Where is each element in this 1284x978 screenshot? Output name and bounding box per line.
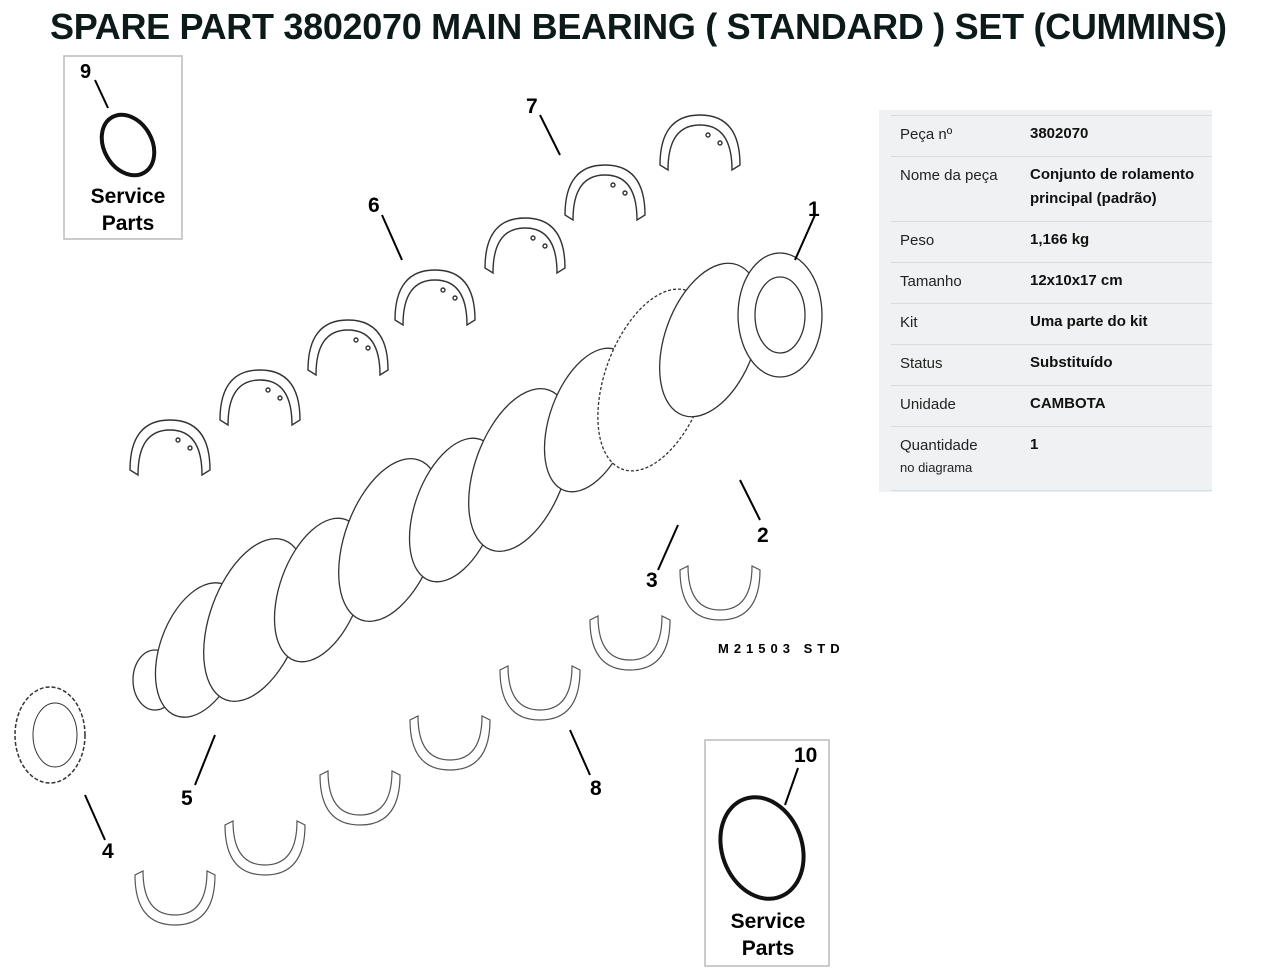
- spec-row-part-name: Nome da peça Conjunto de rolamento princ…: [891, 156, 1212, 222]
- spec-row-status: Status Substituído: [891, 344, 1212, 386]
- spec-label-main: Quantidade: [900, 437, 978, 454]
- spec-row-quantity: Quantidade no diagrama 1: [891, 426, 1212, 491]
- spec-label: Kit: [900, 314, 918, 331]
- spec-label: Quantidade no diagrama: [900, 437, 978, 475]
- spec-value: 3802070: [1030, 125, 1089, 142]
- spec-value: Substituído: [1030, 354, 1113, 371]
- spec-row-part-number: Peça nº 3802070: [891, 115, 1212, 157]
- table-bottom-divider: [891, 490, 1212, 491]
- spec-label: Peso: [900, 232, 935, 249]
- crankshaft-exploded-diagram: 9 Service Parts: [14, 55, 845, 967]
- service-parts-box-9: 9 Service Parts: [63, 55, 183, 240]
- spec-value: 1,166 kg: [1030, 231, 1090, 248]
- spec-row-unit: Unidade CAMBOTA: [891, 385, 1212, 427]
- callout-8: 8: [590, 777, 602, 800]
- callout-arrows: [84, 114, 816, 841]
- spec-value: Conjunto de rolamento principal (padrão): [1030, 166, 1195, 207]
- service-label: Service: [91, 185, 166, 208]
- diagram-code: M21503 STD: [718, 641, 845, 656]
- callout-9: 9: [80, 61, 91, 83]
- page-title: SPARE PART 3802070 MAIN BEARING ( STANDA…: [50, 6, 1227, 47]
- spec-row-size: Tamanho 12x10x17 cm: [891, 262, 1212, 304]
- service-label: Parts: [102, 212, 155, 235]
- spec-label: Unidade: [900, 396, 956, 413]
- callout-10: 10: [794, 744, 817, 767]
- service-parts-box-10: 10 Service Parts: [704, 739, 830, 967]
- part-spec-table: Peça nº 3802070 Nome da peça Conjunto de…: [879, 110, 1212, 492]
- callout-3: 3: [646, 569, 658, 592]
- spec-label: Tamanho: [900, 273, 962, 290]
- spec-label: Status: [900, 355, 943, 372]
- spec-label: Nome da peça: [900, 167, 998, 184]
- spec-value: 1: [1030, 436, 1039, 453]
- service-label: Service: [731, 910, 806, 933]
- callout-7: 7: [526, 95, 538, 118]
- spec-value: Uma parte do kit: [1030, 313, 1148, 330]
- service-label: Parts: [742, 937, 795, 960]
- callout-1: 1: [808, 198, 820, 221]
- spec-label: Peça nº: [900, 126, 953, 143]
- spec-value: CAMBOTA: [1030, 395, 1106, 412]
- callout-4: 4: [102, 840, 114, 863]
- crankshaft-gear: [14, 686, 86, 784]
- spec-value: 12x10x17 cm: [1030, 272, 1123, 289]
- callout-2: 2: [757, 524, 769, 547]
- spec-row-kit: Kit Uma parte do kit: [891, 303, 1212, 345]
- spec-label-sub: no diagrama: [900, 460, 973, 475]
- crankshaft: [132, 252, 823, 718]
- spec-row-weight: Peso 1,166 kg: [891, 221, 1212, 263]
- callout-5: 5: [181, 787, 193, 810]
- callout-6: 6: [368, 194, 380, 217]
